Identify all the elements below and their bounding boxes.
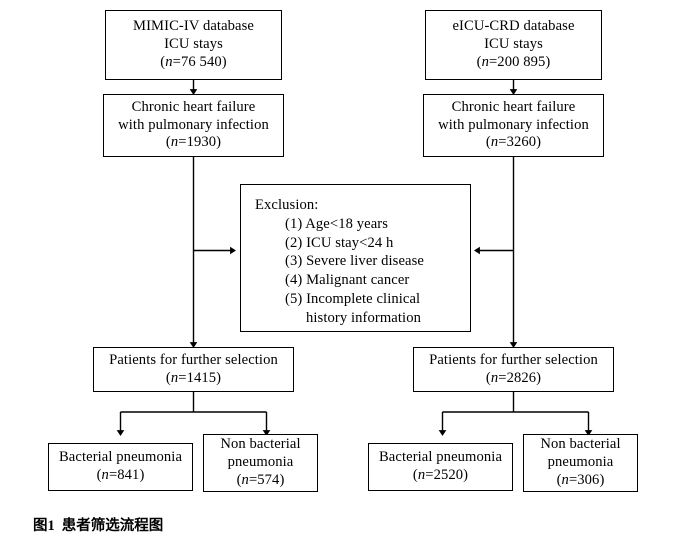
- node-mimic-chf-count: (n=1930): [166, 134, 221, 152]
- node-eicu-nonbacterial-line1: Non bacterial: [540, 436, 621, 453]
- node-eicu-chf-line2: with pulmonary infection: [438, 116, 589, 133]
- node-mimic-nonbacterial-count: (n=574): [237, 472, 285, 490]
- node-mimic-nonbacterial-pneumonia[interactable]: Non bacterial pneumonia (n=574): [203, 434, 318, 492]
- node-eicu-bacterial-line1: Bacterial pneumonia: [378, 449, 503, 466]
- count-value: =574): [248, 471, 285, 488]
- count-value: =841): [108, 467, 145, 483]
- node-mimic-source[interactable]: MIMIC-IV database ICU stays (n=76 540): [105, 10, 282, 80]
- node-eicu-selected[interactable]: Patients for further selection (n=2826): [413, 347, 614, 392]
- n-symbol: n: [481, 53, 489, 70]
- count-value: =2520): [425, 467, 469, 483]
- n-symbol: n: [165, 53, 173, 70]
- count-value: =1415): [178, 369, 222, 386]
- paren-open: (: [236, 471, 242, 488]
- exclusion-item-3: (3) Severe liver disease: [285, 253, 424, 270]
- node-eicu-source[interactable]: eICU-CRD database ICU stays (n=200 895): [425, 10, 602, 80]
- node-exclusion-criteria[interactable]: Exclusion: (1) Age<18 years (2) ICU stay…: [240, 184, 471, 332]
- exclusion-item-2: (2) ICU stay<24 h: [285, 234, 394, 251]
- paren-open: (: [485, 369, 491, 386]
- paren-open: (: [160, 53, 166, 70]
- node-eicu-chf-line1: Chronic heart failure: [451, 98, 576, 115]
- node-mimic-selected[interactable]: Patients for further selection (n=1415): [93, 347, 294, 392]
- n-symbol: n: [490, 369, 499, 386]
- paren-open: (: [412, 467, 418, 483]
- exclusion-item-5-continuation: history information: [306, 309, 421, 326]
- node-mimic-bacterial-pneumonia[interactable]: Bacterial pneumonia (n=841): [48, 443, 193, 491]
- n-symbol: n: [170, 369, 179, 386]
- n-symbol: n: [170, 134, 179, 151]
- exclusion-item-1: (1) Age<18 years: [285, 215, 389, 232]
- count-value: =1930): [178, 134, 222, 151]
- node-eicu-bacterial-count: (n=2520): [413, 467, 468, 485]
- node-mimic-selected-count: (n=1415): [166, 370, 221, 388]
- n-symbol: n: [101, 467, 109, 483]
- node-mimic-chf-line1: Chronic heart failure: [131, 98, 256, 115]
- exclusion-item-5: (5) Incomplete clinical: [285, 290, 421, 307]
- node-mimic-nonbacterial-line2: pneumonia: [227, 454, 294, 471]
- node-eicu-source-line2: ICU stays: [484, 36, 543, 53]
- n-symbol: n: [490, 134, 499, 151]
- node-mimic-nonbacterial-line1: Non bacterial: [220, 436, 301, 453]
- node-eicu-chf-count: (n=3260): [486, 134, 541, 152]
- count-value: =200 895): [488, 53, 551, 70]
- exclusion-title: Exclusion:: [255, 197, 319, 213]
- paren-open: (: [96, 467, 102, 483]
- figure-caption-number: 图1: [33, 518, 55, 534]
- node-eicu-chf[interactable]: Chronic heart failure with pulmonary inf…: [423, 94, 604, 157]
- node-eicu-selected-count: (n=2826): [486, 370, 541, 388]
- node-mimic-source-count: (n=76 540): [160, 54, 226, 72]
- n-symbol: n: [417, 467, 426, 483]
- node-eicu-selected-line1: Patients for further selection: [429, 351, 598, 368]
- node-mimic-chf[interactable]: Chronic heart failure with pulmonary inf…: [103, 94, 284, 157]
- node-mimic-selected-line1: Patients for further selection: [109, 351, 278, 368]
- paren-open: (: [476, 53, 482, 70]
- node-eicu-nonbacterial-count: (n=306): [557, 472, 605, 490]
- node-eicu-bacterial-pneumonia[interactable]: Bacterial pneumonia (n=2520): [368, 443, 513, 491]
- figure-caption-text: 患者筛选流程图: [61, 518, 164, 534]
- count-value: =3260): [498, 134, 542, 151]
- paren-open: (: [165, 134, 171, 151]
- exclusion-item-4: (4) Malignant cancer: [285, 272, 410, 288]
- node-mimic-chf-line2: with pulmonary infection: [118, 116, 269, 133]
- count-value: =2826): [498, 369, 542, 386]
- node-mimic-bacterial-line1: Bacterial pneumonia: [58, 449, 183, 466]
- paren-open: (: [556, 471, 562, 488]
- count-value: =306): [568, 471, 605, 488]
- paren-open: (: [165, 369, 171, 386]
- count-value: =76 540): [172, 53, 227, 70]
- node-mimic-source-line1: MIMIC-IV database: [133, 18, 254, 35]
- node-mimic-source-line2: ICU stays: [164, 36, 223, 53]
- paren-open: (: [485, 134, 491, 151]
- node-eicu-nonbacterial-pneumonia[interactable]: Non bacterial pneumonia (n=306): [523, 434, 638, 492]
- node-eicu-source-count: (n=200 895): [477, 54, 551, 72]
- node-mimic-bacterial-count: (n=841): [97, 467, 145, 485]
- n-symbol: n: [561, 471, 569, 488]
- node-eicu-nonbacterial-line2: pneumonia: [547, 454, 614, 471]
- figure-caption: 图1 患者筛选流程图: [33, 514, 163, 535]
- n-symbol: n: [241, 471, 249, 488]
- node-eicu-source-line1: eICU-CRD database: [452, 18, 575, 35]
